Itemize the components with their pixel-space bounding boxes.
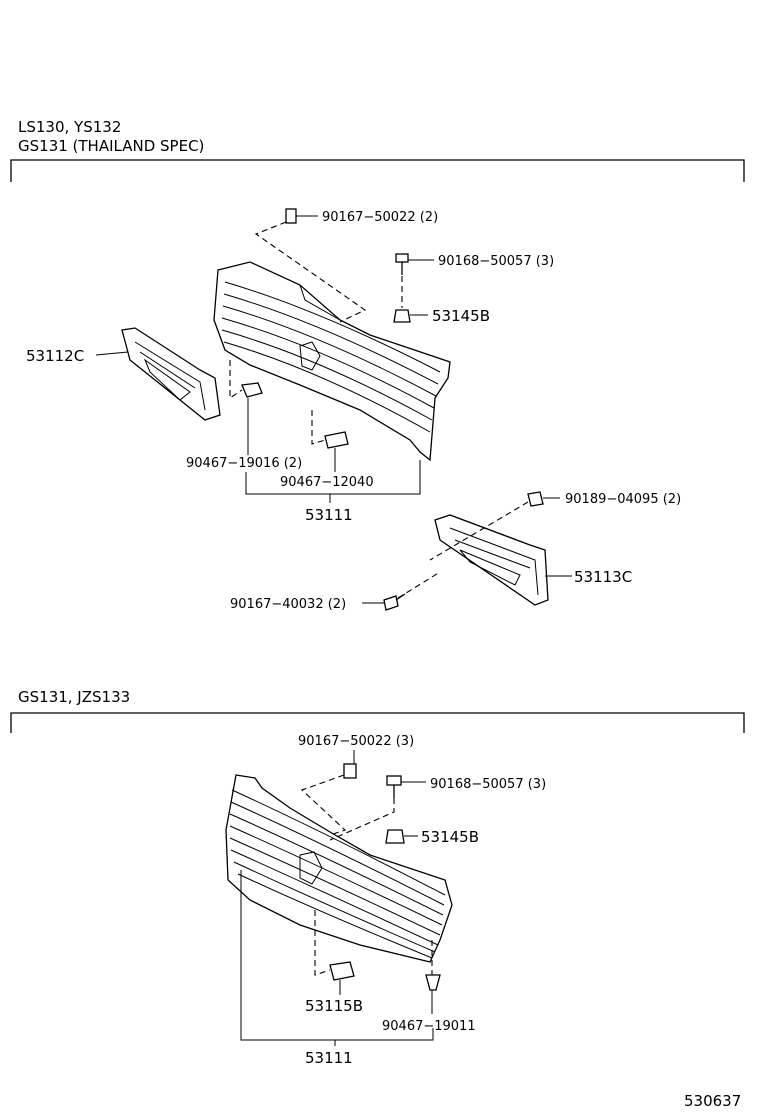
section-2-header-line1: GS131, JZS133 <box>18 688 130 706</box>
section-1-header-line1: LS130, YS132 <box>18 118 121 136</box>
section-2-bracket <box>10 712 745 733</box>
part-label: 53145B <box>421 828 479 846</box>
leader-bracket-53111 <box>245 460 421 495</box>
grille-53111-upper <box>213 261 451 462</box>
part-label: 90467−19016 (2) <box>186 456 302 471</box>
section-2: GS131, JZS133 <box>10 688 745 1067</box>
part-label: 90167−40032 (2) <box>230 597 346 612</box>
section-1-bracket <box>10 159 745 182</box>
assembly-line <box>229 360 243 400</box>
nut-53145B <box>385 829 405 844</box>
grille-53111-lower <box>225 774 453 963</box>
part-label: 90189−04095 (2) <box>565 492 681 507</box>
part-label: 90167−50022 (3) <box>298 734 414 749</box>
section-1: LS130, YS132 GS131 (THAILAND SPEC) <box>10 118 745 612</box>
clip-90467-12040 <box>324 431 349 449</box>
leader-bracket-53111 <box>240 870 434 1041</box>
bolt-90168-50057 <box>395 253 409 275</box>
assembly-line <box>429 501 529 561</box>
bolt-90168-50057 <box>386 775 402 798</box>
assembly-line <box>300 774 347 836</box>
bracket-53113C <box>434 514 549 606</box>
part-label: 90168−50057 (3) <box>438 254 554 269</box>
screw-90167-40032 <box>383 593 406 611</box>
part-label: 53113C <box>574 568 632 586</box>
part-label: 53111 <box>305 1049 353 1067</box>
bracket-53112C <box>121 327 221 421</box>
assembly-line <box>314 910 331 976</box>
assembly-line <box>311 410 326 445</box>
clip-90467-19016 <box>241 382 263 398</box>
clip-90167-50022 <box>343 763 357 779</box>
part-label: 90467−19011 <box>382 1019 476 1034</box>
part-label: 90168−50057 (3) <box>430 777 546 792</box>
part-label: 90167−50022 (2) <box>322 210 438 225</box>
clip-90167-50022 <box>285 208 304 224</box>
section-1-header-line2: GS131 (THAILAND SPEC) <box>18 137 204 155</box>
part-label: 53112C <box>26 347 84 365</box>
leader-line <box>95 351 129 356</box>
clip-90467-19011 <box>425 974 441 991</box>
clip-53115B <box>329 961 355 981</box>
part-label: 90467−12040 <box>280 475 374 490</box>
part-label: 53111 <box>305 506 353 524</box>
part-label: 53115B <box>305 997 363 1015</box>
part-label: 53145B <box>432 307 490 325</box>
assembly-line <box>329 798 395 841</box>
figure-code: 530637 <box>684 1092 741 1110</box>
assembly-line <box>397 571 441 599</box>
clip-90189-04095 <box>527 491 544 507</box>
nut-53145B <box>393 309 411 323</box>
